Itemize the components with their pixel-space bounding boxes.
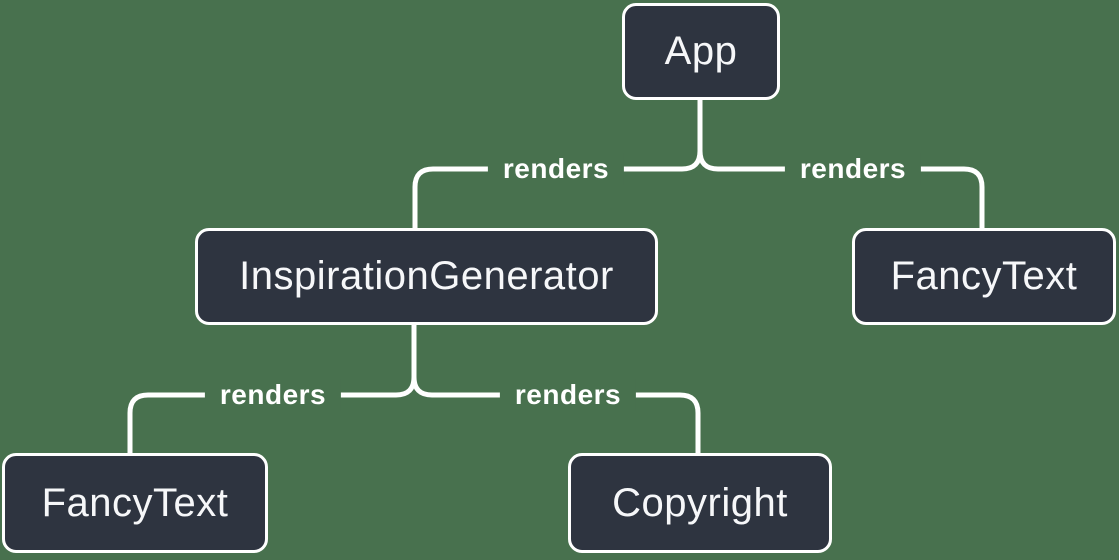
edge-label-renders-inspirationgenerator-fancytext: renders	[204, 379, 342, 411]
node-fancy-text-top: FancyText	[852, 228, 1116, 325]
node-app: App	[622, 3, 780, 100]
edge-label-renders-app-fancytext: renders	[784, 153, 922, 185]
node-fancy-text-bottom: FancyText	[2, 453, 268, 553]
node-inspiration-generator: InspirationGenerator	[195, 228, 658, 325]
node-copyright: Copyright	[568, 453, 832, 553]
edge-label-renders-app-inspirationgenerator: renders	[487, 153, 625, 185]
edge-label-renders-inspirationgenerator-copyright: renders	[499, 379, 637, 411]
